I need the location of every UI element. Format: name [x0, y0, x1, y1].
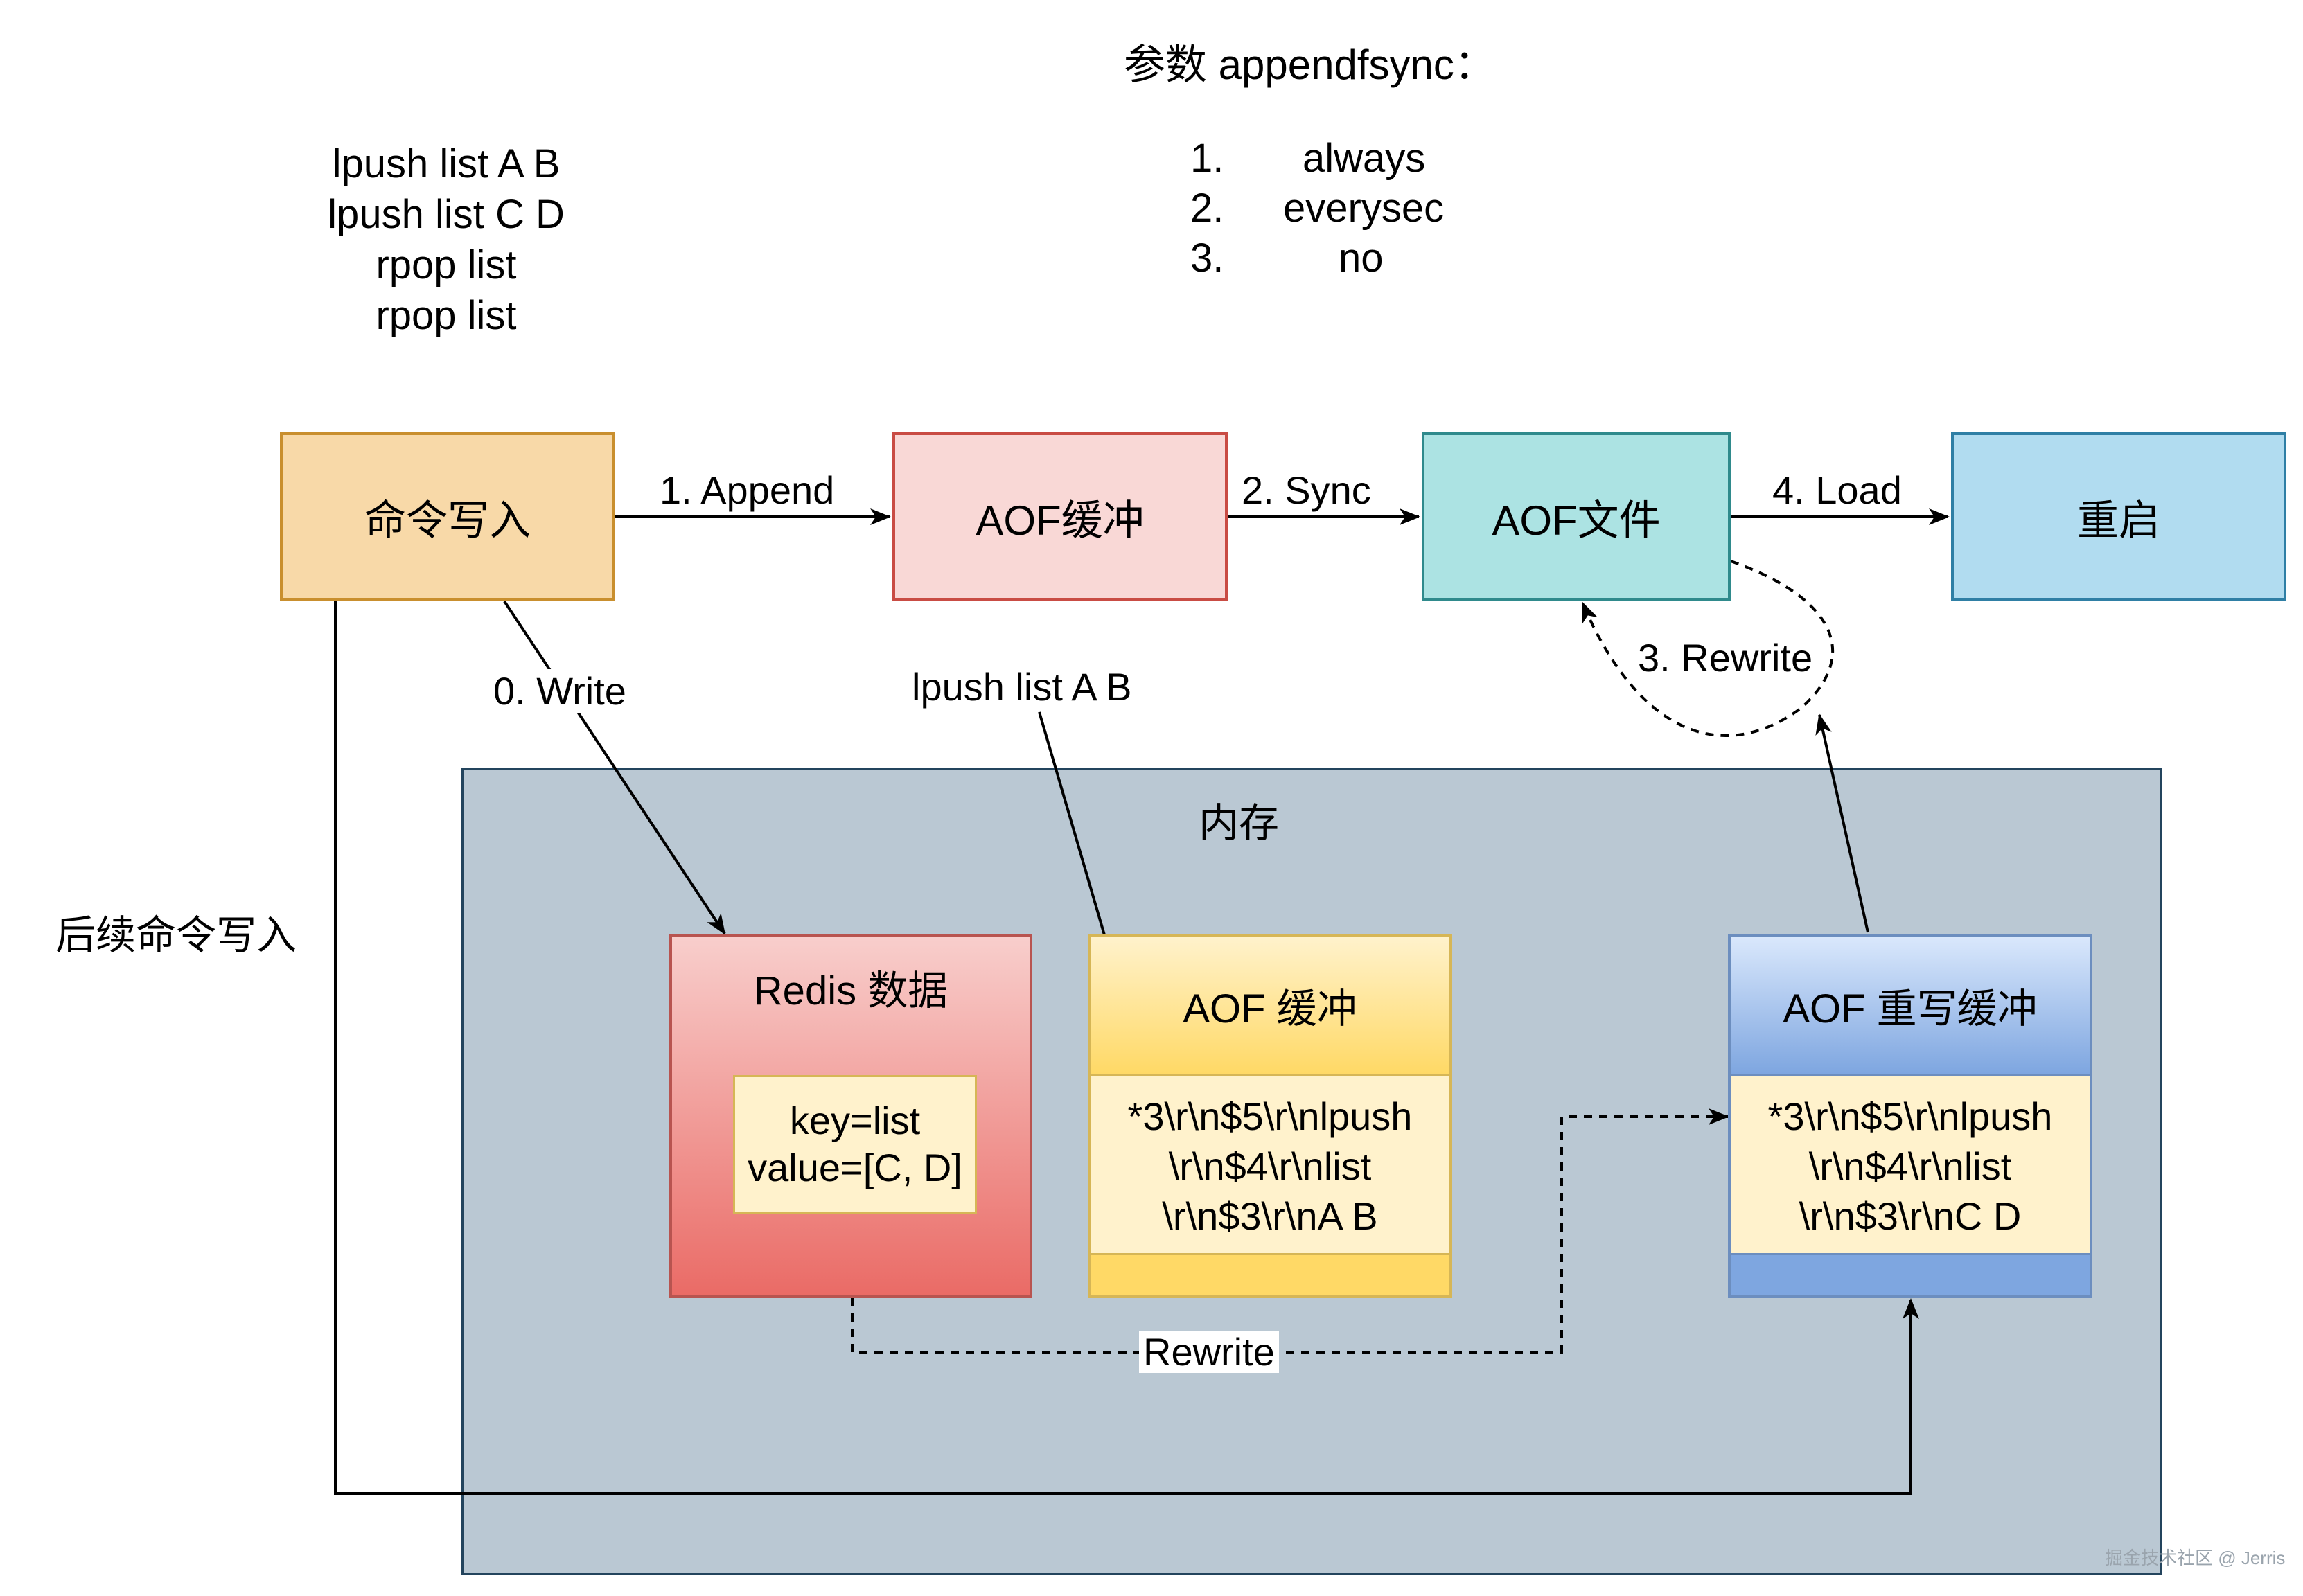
aof-buffer-memory-header: AOF 缓冲 — [1091, 937, 1449, 1076]
restart-label: 重启 — [2077, 497, 2160, 544]
redis-kv-line: value=[C, D] — [748, 1146, 962, 1189]
param-item-text: everysec — [1283, 186, 1445, 231]
rewrite3-label: 3. Rewrite — [1635, 637, 1816, 679]
param-title: 参数 appendfsync： — [1124, 42, 1496, 88]
redis-data-title: Redis 数据 — [753, 968, 948, 1013]
param-item-text: always — [1303, 136, 1426, 181]
aof-buffer-memory-body: *3\r\n$5\r\nlpush \r\n$4\r\nlist \r\n$3\… — [1091, 1076, 1449, 1257]
aof-file-label: AOF文件 — [1492, 497, 1661, 544]
memory-title: 内存 — [1199, 801, 1280, 846]
command-write-label: 命令写入 — [364, 497, 531, 544]
write0-label: 0. Write — [491, 669, 629, 713]
lpush-label: lpush list A B — [909, 665, 1135, 709]
redis-kv-box: key=list value=[C, D] — [733, 1075, 977, 1214]
aof-buffer-memory-line: \r\n$3\r\nA B — [1162, 1194, 1378, 1238]
rewrite-label: Rewrite — [1139, 1331, 1279, 1373]
load-label: 4. Load — [1772, 468, 1902, 512]
sync-label: 2. Sync — [1242, 468, 1371, 512]
command-write-box: 命令写入 — [280, 432, 615, 601]
aof-rewrite-buffer-line: \r\n$3\r\nC D — [1799, 1194, 2022, 1238]
aof-rewrite-buffer-line: \r\n$4\r\nlist — [1808, 1144, 2012, 1188]
param-item-num: 1. — [1190, 136, 1224, 181]
aof-buffer-memory-title: AOF 缓冲 — [1183, 986, 1357, 1031]
aof-rewrite-buffer-line: *3\r\n$5\r\nlpush — [1767, 1094, 2053, 1138]
aof-rewrite-buffer-title: AOF 重写缓冲 — [1783, 986, 2038, 1031]
aof-rewrite-buffer-footer — [1731, 1253, 2090, 1295]
aof-rewrite-buffer-body: *3\r\n$5\r\nlpush \r\n$4\r\nlist \r\n$3\… — [1731, 1076, 2090, 1257]
command-line: lpush list A B — [332, 141, 561, 186]
aof-buffer-memory: AOF 缓冲 *3\r\n$5\r\nlpush \r\n$4\r\nlist … — [1088, 934, 1452, 1298]
command-line: lpush list C D — [328, 192, 565, 237]
aof-buffer-label: AOF缓冲 — [976, 497, 1145, 544]
aof-buffer-memory-footer — [1091, 1253, 1449, 1295]
restart-box: 重启 — [1951, 432, 2286, 601]
aof-buffer-memory-line: *3\r\n$5\r\nlpush — [1127, 1094, 1413, 1138]
aof-file-box: AOF文件 — [1422, 432, 1731, 601]
redis-kv-line: key=list — [789, 1099, 921, 1142]
command-line: rpop list — [376, 293, 517, 338]
subsequent-label: 后续命令写入 — [55, 913, 297, 958]
aof-buffer-box: AOF缓冲 — [892, 432, 1228, 601]
command-line: rpop list — [376, 242, 517, 287]
aof-rewrite-buffer-header: AOF 重写缓冲 — [1731, 937, 2090, 1076]
param-item-num: 3. — [1190, 236, 1224, 281]
param-item-text: no — [1339, 236, 1384, 281]
command-list: lpush list A B lpush list C D rpop list … — [308, 139, 585, 341]
append-label: 1. Append — [660, 468, 835, 512]
aof-buffer-memory-line: \r\n$4\r\nlist — [1168, 1144, 1372, 1188]
param-item-num: 2. — [1190, 186, 1224, 231]
aof-rewrite-buffer: AOF 重写缓冲 *3\r\n$5\r\nlpush \r\n$4\r\nlis… — [1728, 934, 2092, 1298]
watermark: 掘金技术社区 @ Jerris — [2105, 1548, 2286, 1568]
